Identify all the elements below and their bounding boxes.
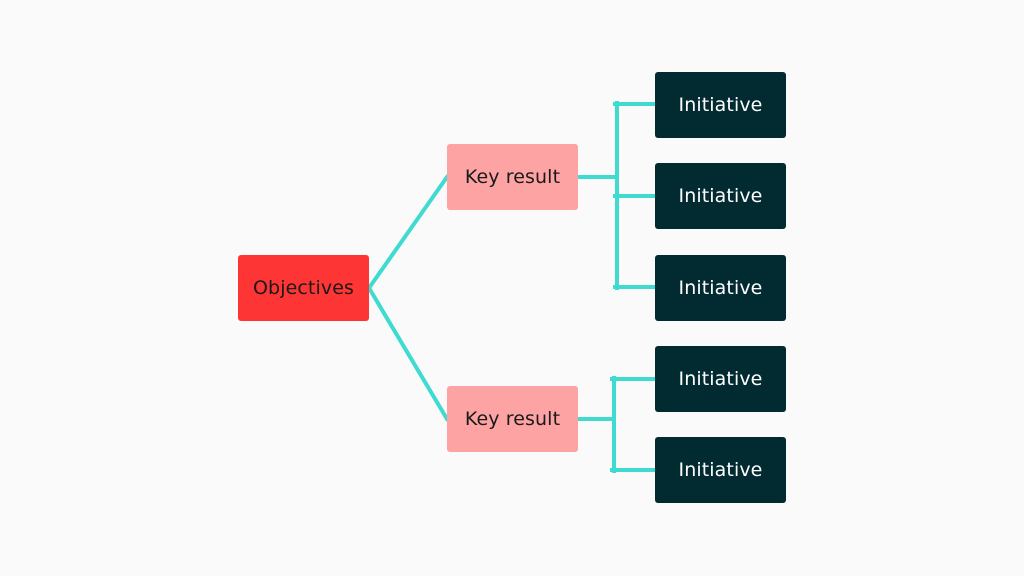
initiative-label: Initiative <box>678 185 763 207</box>
objective-label: Objectives <box>253 277 354 299</box>
connector-objective-kr-1 <box>366 174 450 291</box>
initiative-label: Initiative <box>678 94 763 116</box>
key-result-node: Key result <box>447 386 578 452</box>
initiative-node: Initiative <box>655 255 786 321</box>
key-result-label: Key result <box>464 166 561 188</box>
key-result-label: Key result <box>464 408 561 430</box>
initiative-node: Initiative <box>655 346 786 412</box>
objective-node: Objectives <box>238 255 369 321</box>
initiative-label: Initiative <box>678 277 763 299</box>
initiative-node: Initiative <box>655 72 786 138</box>
initiative-label: Initiative <box>678 459 763 481</box>
key-result-node: Key result <box>447 144 578 210</box>
connector-objective-kr-2 <box>366 285 450 422</box>
initiative-label: Initiative <box>678 368 763 390</box>
initiative-node: Initiative <box>655 163 786 229</box>
initiative-node: Initiative <box>655 437 786 503</box>
